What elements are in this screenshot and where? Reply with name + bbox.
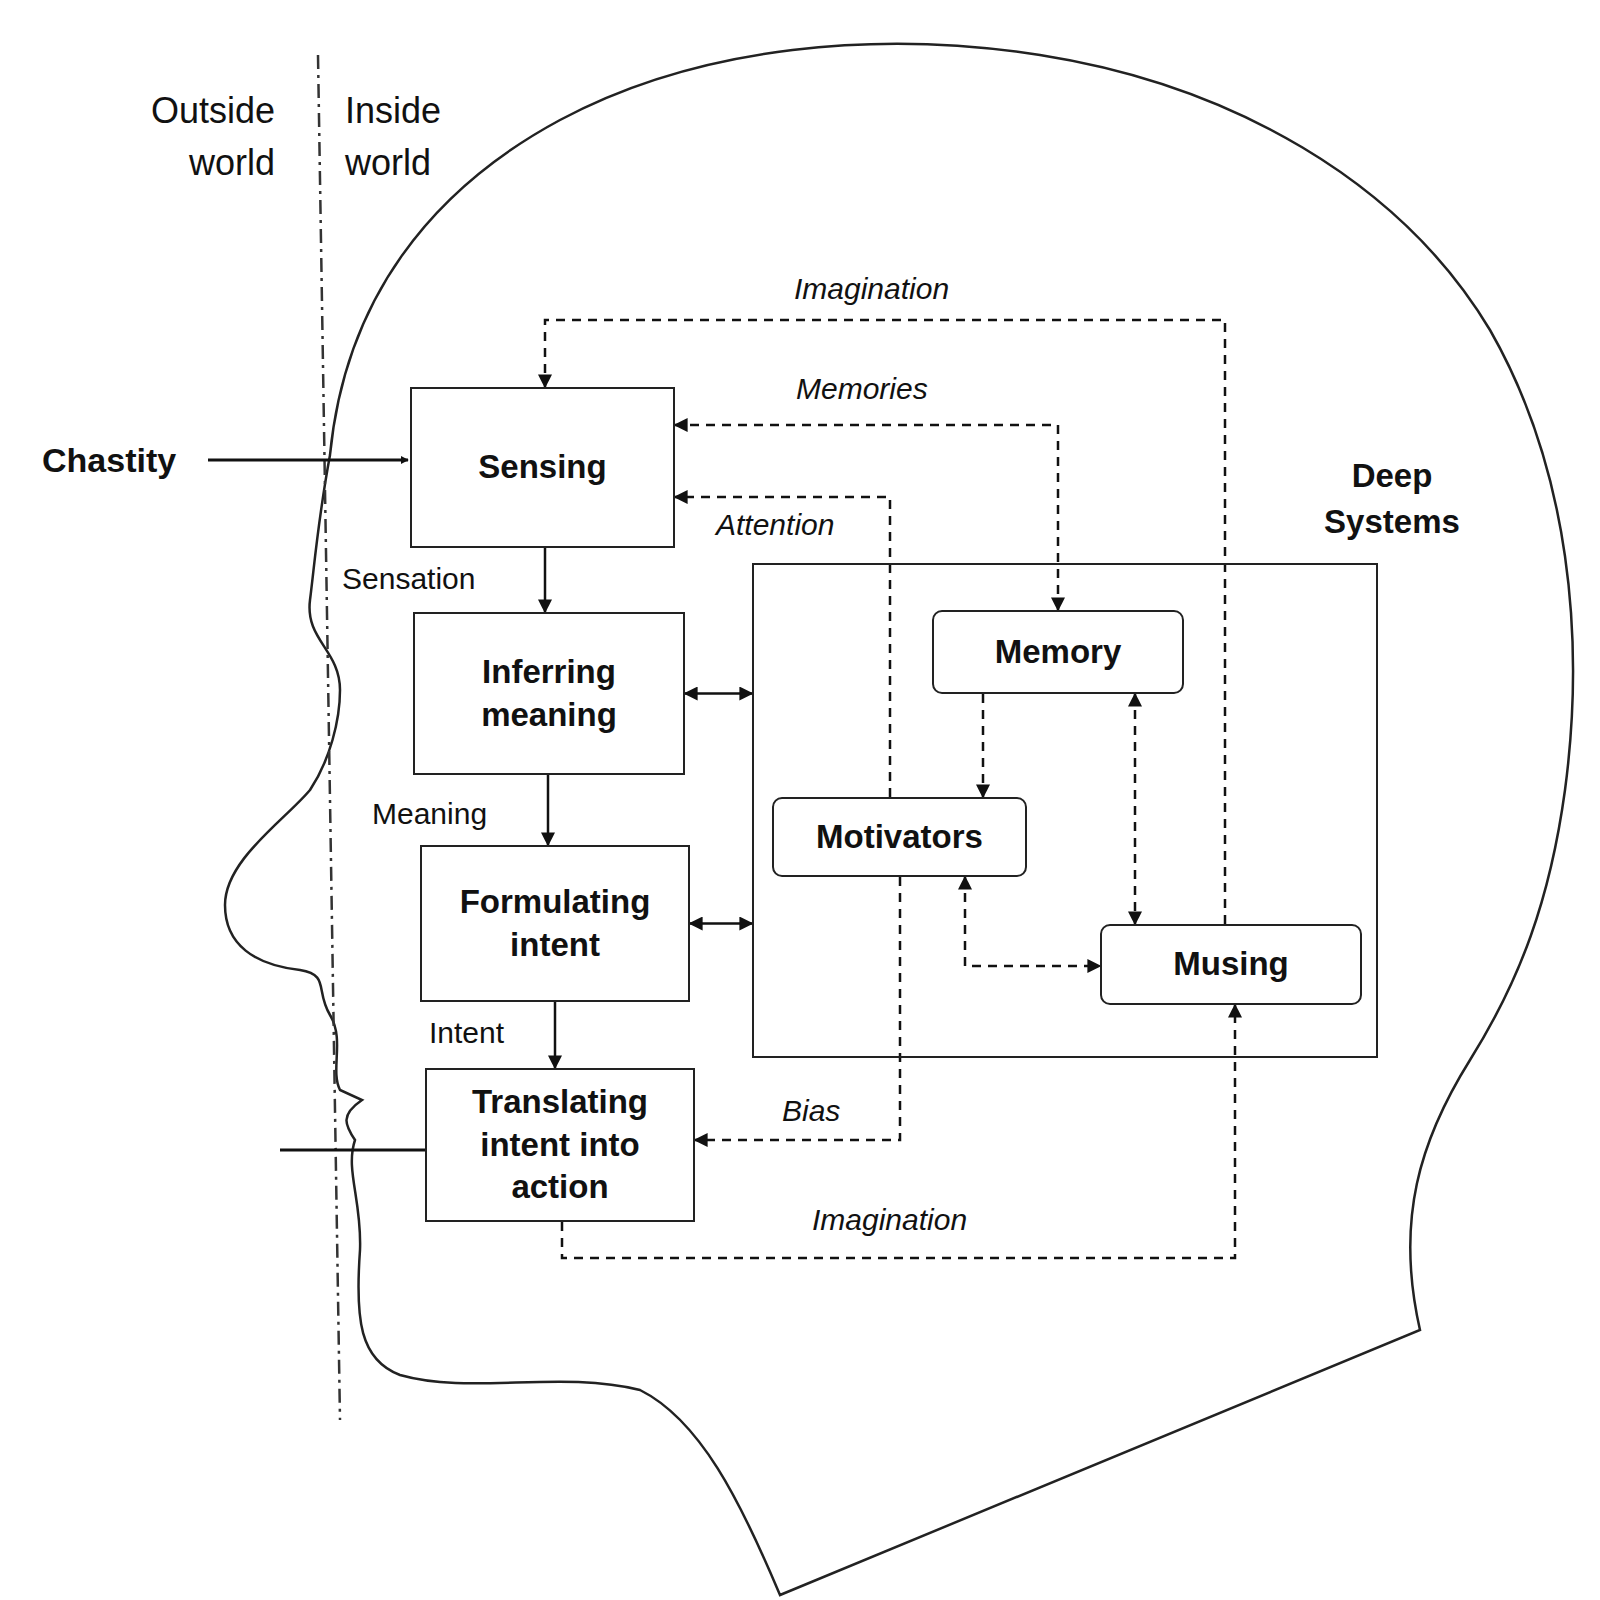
output-line bbox=[280, 1149, 425, 1152]
dashed-connector bbox=[675, 497, 890, 797]
input-arrow bbox=[208, 459, 408, 462]
memory-box: Memory bbox=[932, 610, 1184, 694]
edge-label: Sensation bbox=[338, 562, 479, 596]
box-text: Memory bbox=[995, 631, 1122, 674]
dashed-connector bbox=[965, 877, 1100, 966]
flow-arrow bbox=[544, 548, 547, 612]
input-label: Chastity bbox=[42, 436, 212, 485]
dashed-connector bbox=[1134, 694, 1137, 924]
motivators-box: Motivators bbox=[772, 797, 1027, 877]
process-box: Inferring meaning bbox=[413, 612, 685, 775]
head-outline bbox=[225, 44, 1573, 1595]
process-box: Formulating intent bbox=[420, 845, 690, 1002]
flow-arrow bbox=[690, 922, 752, 925]
edge-label: Attention bbox=[712, 508, 838, 542]
dashed-connector bbox=[695, 877, 900, 1140]
edge-label: Memories bbox=[792, 372, 932, 406]
dashed-connector bbox=[982, 694, 985, 797]
process-box: Translating intent into action bbox=[425, 1068, 695, 1222]
world-label: Inside world bbox=[345, 85, 525, 189]
edge-label: Intent bbox=[425, 1016, 508, 1050]
edge-label: Meaning bbox=[368, 797, 491, 831]
world-label: Outside world bbox=[95, 85, 275, 189]
box-text: Motivators bbox=[816, 816, 983, 859]
system-region: Deep SystemsMemoryMotivatorsMusing bbox=[752, 563, 1378, 1058]
edge-label: Imagination bbox=[808, 1203, 971, 1237]
process-box: Sensing bbox=[410, 387, 675, 548]
edge-label: Bias bbox=[778, 1094, 844, 1128]
box-text: Formulating intent bbox=[434, 881, 676, 967]
region-heading: Deep Systems bbox=[1302, 453, 1482, 545]
flow-arrow bbox=[547, 775, 550, 845]
flow-arrow bbox=[554, 1002, 557, 1068]
dashed-connector bbox=[675, 425, 1058, 610]
box-text: Musing bbox=[1173, 943, 1288, 986]
musing-box: Musing bbox=[1100, 924, 1362, 1005]
box-text: Sensing bbox=[478, 446, 606, 489]
world-divider bbox=[318, 55, 340, 1420]
edge-label: Imagination bbox=[790, 272, 953, 306]
box-text: Inferring meaning bbox=[427, 651, 671, 737]
flow-arrow bbox=[685, 692, 752, 695]
box-text: Translating intent into action bbox=[439, 1081, 681, 1210]
